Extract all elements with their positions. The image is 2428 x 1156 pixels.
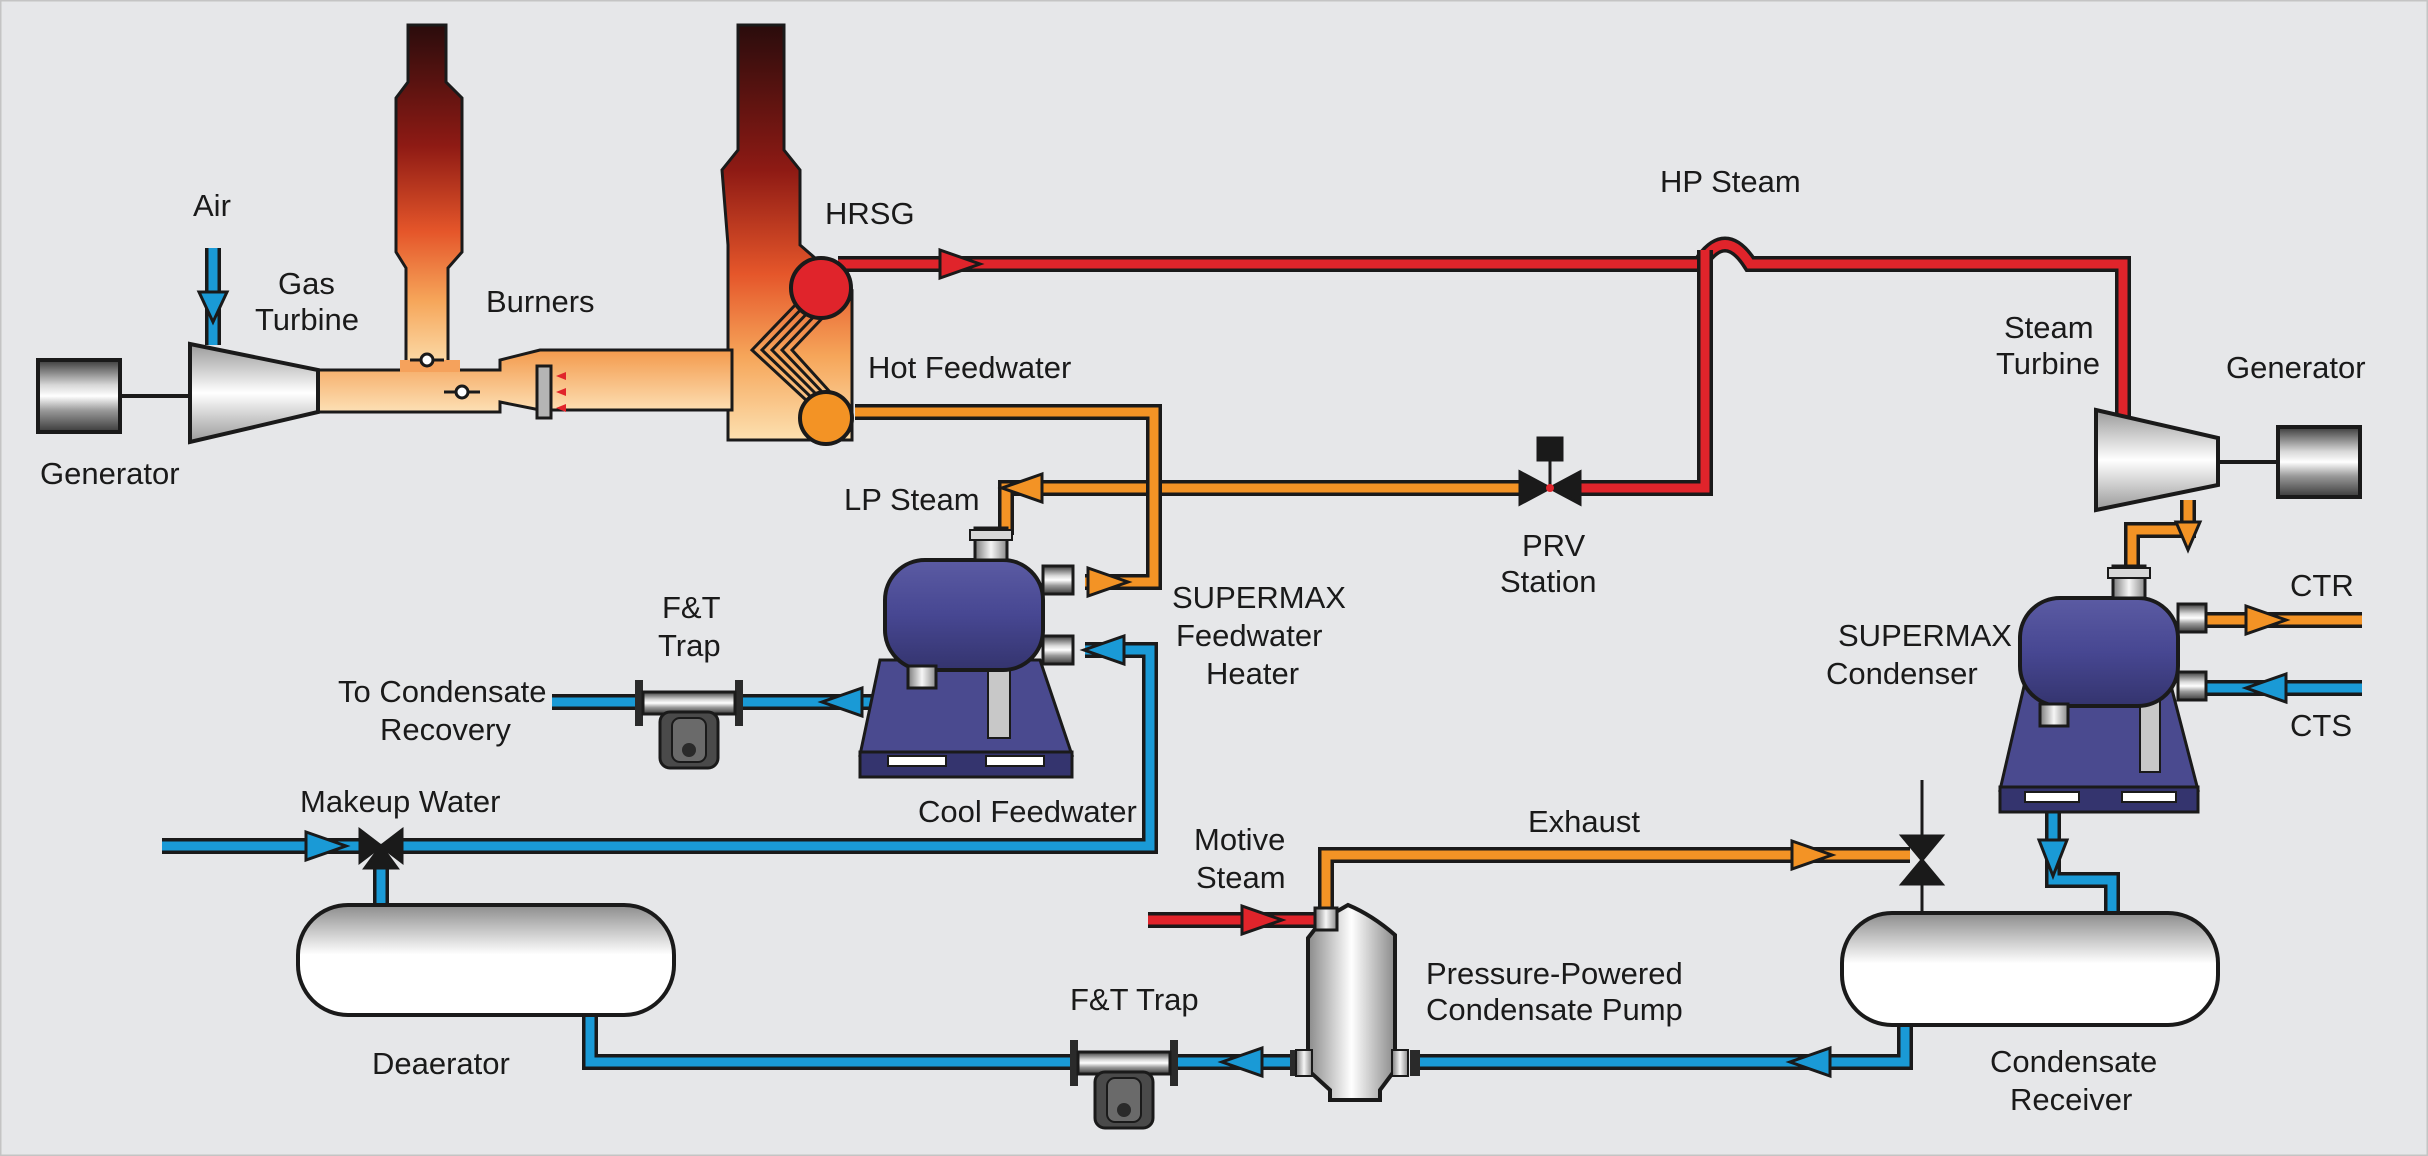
makeup-water-label: Makeup Water [300, 784, 500, 819]
makeup-water-flow-arrow [304, 829, 351, 863]
generator-left [36, 358, 190, 434]
to-condensate-label-line2: Recovery [380, 712, 511, 747]
condenser-drain-flow-arrow [2036, 838, 2070, 881]
turbine-exhaust-flow-arrow [2173, 520, 2203, 554]
lp-steam-flow-arrow [997, 471, 1044, 505]
lp-steam-label: LP Steam [844, 482, 980, 517]
air-flow-arrow [196, 290, 230, 326]
ft-trap-lower-label: F&T Trap [1070, 982, 1199, 1017]
pump-discharge-flow-arrow [1217, 1045, 1264, 1079]
prv-label-line1: PRV [1522, 528, 1586, 563]
ppcp-label-line2: Condensate Pump [1426, 992, 1683, 1027]
exhaust-flow-arrow [1790, 838, 1837, 872]
hrsg-coils [749, 298, 834, 402]
exhaust-vent-valve[interactable] [1898, 780, 1946, 915]
motive-steam-label-line2: Steam [1196, 860, 1286, 895]
supermax-condenser [1998, 564, 2208, 814]
supermax-heater-label-line3: Heater [1206, 656, 1299, 691]
burner-damper-2 [444, 384, 480, 400]
prv-valve[interactable] [1518, 436, 1582, 507]
hot-feedwater-flow-arrow [1086, 565, 1133, 599]
exhaust-label: Exhaust [1528, 804, 1640, 839]
ctr-label: CTR [2290, 568, 2354, 603]
motive-steam-flow-arrow [1240, 903, 1287, 937]
to-condensate-label-line1: To Condensate [338, 674, 547, 709]
generator-left-label: Generator [40, 456, 180, 491]
heater-drain-flow-arrow [817, 685, 864, 719]
gas-turbine [188, 341, 320, 445]
ctr-flow-arrow [2244, 603, 2291, 637]
cts-flow-arrow [2241, 671, 2288, 705]
condensate-receiver-label-line1: Condensate [1990, 1044, 2157, 1079]
deaerator-tank [296, 903, 676, 1017]
hrsg-hp-drum [789, 256, 853, 320]
gas-turbine-label-line1: Gas [278, 266, 335, 301]
makeup-water-valve[interactable] [358, 826, 404, 870]
hot-feedwater-label: Hot Feedwater [868, 350, 1071, 385]
hp-steam-label: HP Steam [1660, 164, 1801, 199]
burner-damper-1 [410, 352, 444, 368]
motive-steam-label-line1: Motive [1194, 822, 1285, 857]
hrsg-label: HRSG [825, 196, 915, 231]
ft-trap-lower [1070, 1040, 1178, 1130]
deaerator-label: Deaerator [372, 1046, 510, 1081]
ft-trap-upper-label-line1: F&T [662, 590, 721, 625]
generator-right-label: Generator [2226, 350, 2366, 385]
ft-trap-upper [635, 680, 743, 770]
supermax-heater-label-line1: SUPERMAX [1172, 580, 1346, 615]
gas-turbine-label-line2: Turbine [255, 302, 359, 337]
receiver-flow-arrow [1785, 1045, 1832, 1079]
supermax-condenser-label-line2: Condenser [1826, 656, 1978, 691]
hrsg-lp-drum [798, 390, 854, 446]
supermax-feedwater-heater [858, 526, 1075, 779]
supermax-heater-label-line2: Feedwater [1176, 618, 1322, 653]
steam-turbine-label-line1: Steam [2004, 310, 2094, 345]
condensate-receiver-tank [1840, 911, 2220, 1027]
condensate-receiver-label-line2: Receiver [2010, 1082, 2132, 1117]
cool-feedwater-label: Cool Feedwater [918, 794, 1137, 829]
prv-label-line2: Station [1500, 564, 1597, 599]
pressure-powered-condensate-pump [1290, 902, 1420, 1102]
hp-steam-flow-arrow [938, 247, 985, 281]
ppcp-label-line1: Pressure-Powered [1426, 956, 1683, 991]
hrsg-stack [720, 23, 854, 442]
burners-label: Burners [486, 284, 595, 319]
air-label: Air [193, 188, 231, 223]
steam-turbine-label-line2: Turbine [1996, 346, 2100, 381]
steam-turbine [2094, 407, 2220, 513]
burner-assembly [535, 364, 566, 420]
supermax-condenser-label-line1: SUPERMAX [1838, 618, 2012, 653]
gas-turbine-duct [316, 348, 734, 414]
cool-feedwater-flow-arrow [1079, 633, 1126, 667]
ft-trap-upper-label-line2: Trap [658, 628, 721, 663]
cts-label: CTS [2290, 708, 2352, 743]
generator-right [2218, 425, 2362, 499]
